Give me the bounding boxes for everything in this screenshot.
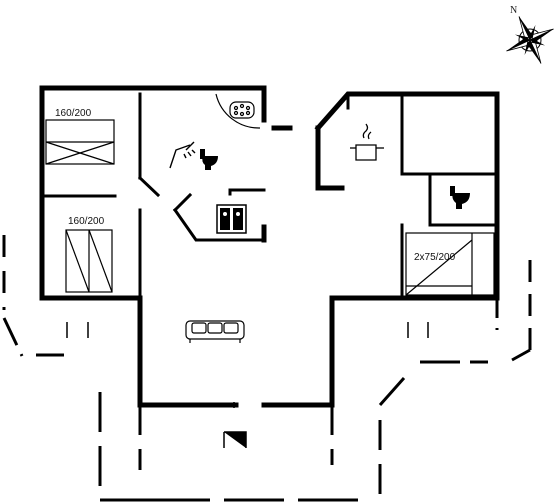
bed-bedroom-1 xyxy=(45,119,115,165)
whirlpool-icon xyxy=(215,93,261,129)
bed-label-bedroom-3: 2x75/200 xyxy=(414,252,456,263)
shower-icon xyxy=(169,141,196,169)
bed-bedroom-3 xyxy=(405,232,495,296)
exterior-walls xyxy=(39,85,500,408)
toilet-icon xyxy=(450,186,470,209)
sofa-icon xyxy=(185,320,245,343)
compass-north-label: N xyxy=(510,5,517,16)
bed-label-bedroom-2: 160/200 xyxy=(68,216,105,227)
terrace-outline xyxy=(2,235,532,502)
cooking-pot-icon xyxy=(350,123,384,161)
bed-bedroom-2 xyxy=(65,229,113,293)
toilet-icon xyxy=(200,149,218,170)
washer-dryer-icon xyxy=(216,204,247,234)
bed-label-bedroom-1: 160/200 xyxy=(55,108,92,119)
interior-walls xyxy=(40,92,499,300)
compass-rose-icon xyxy=(506,16,554,64)
step-marks xyxy=(66,322,429,448)
